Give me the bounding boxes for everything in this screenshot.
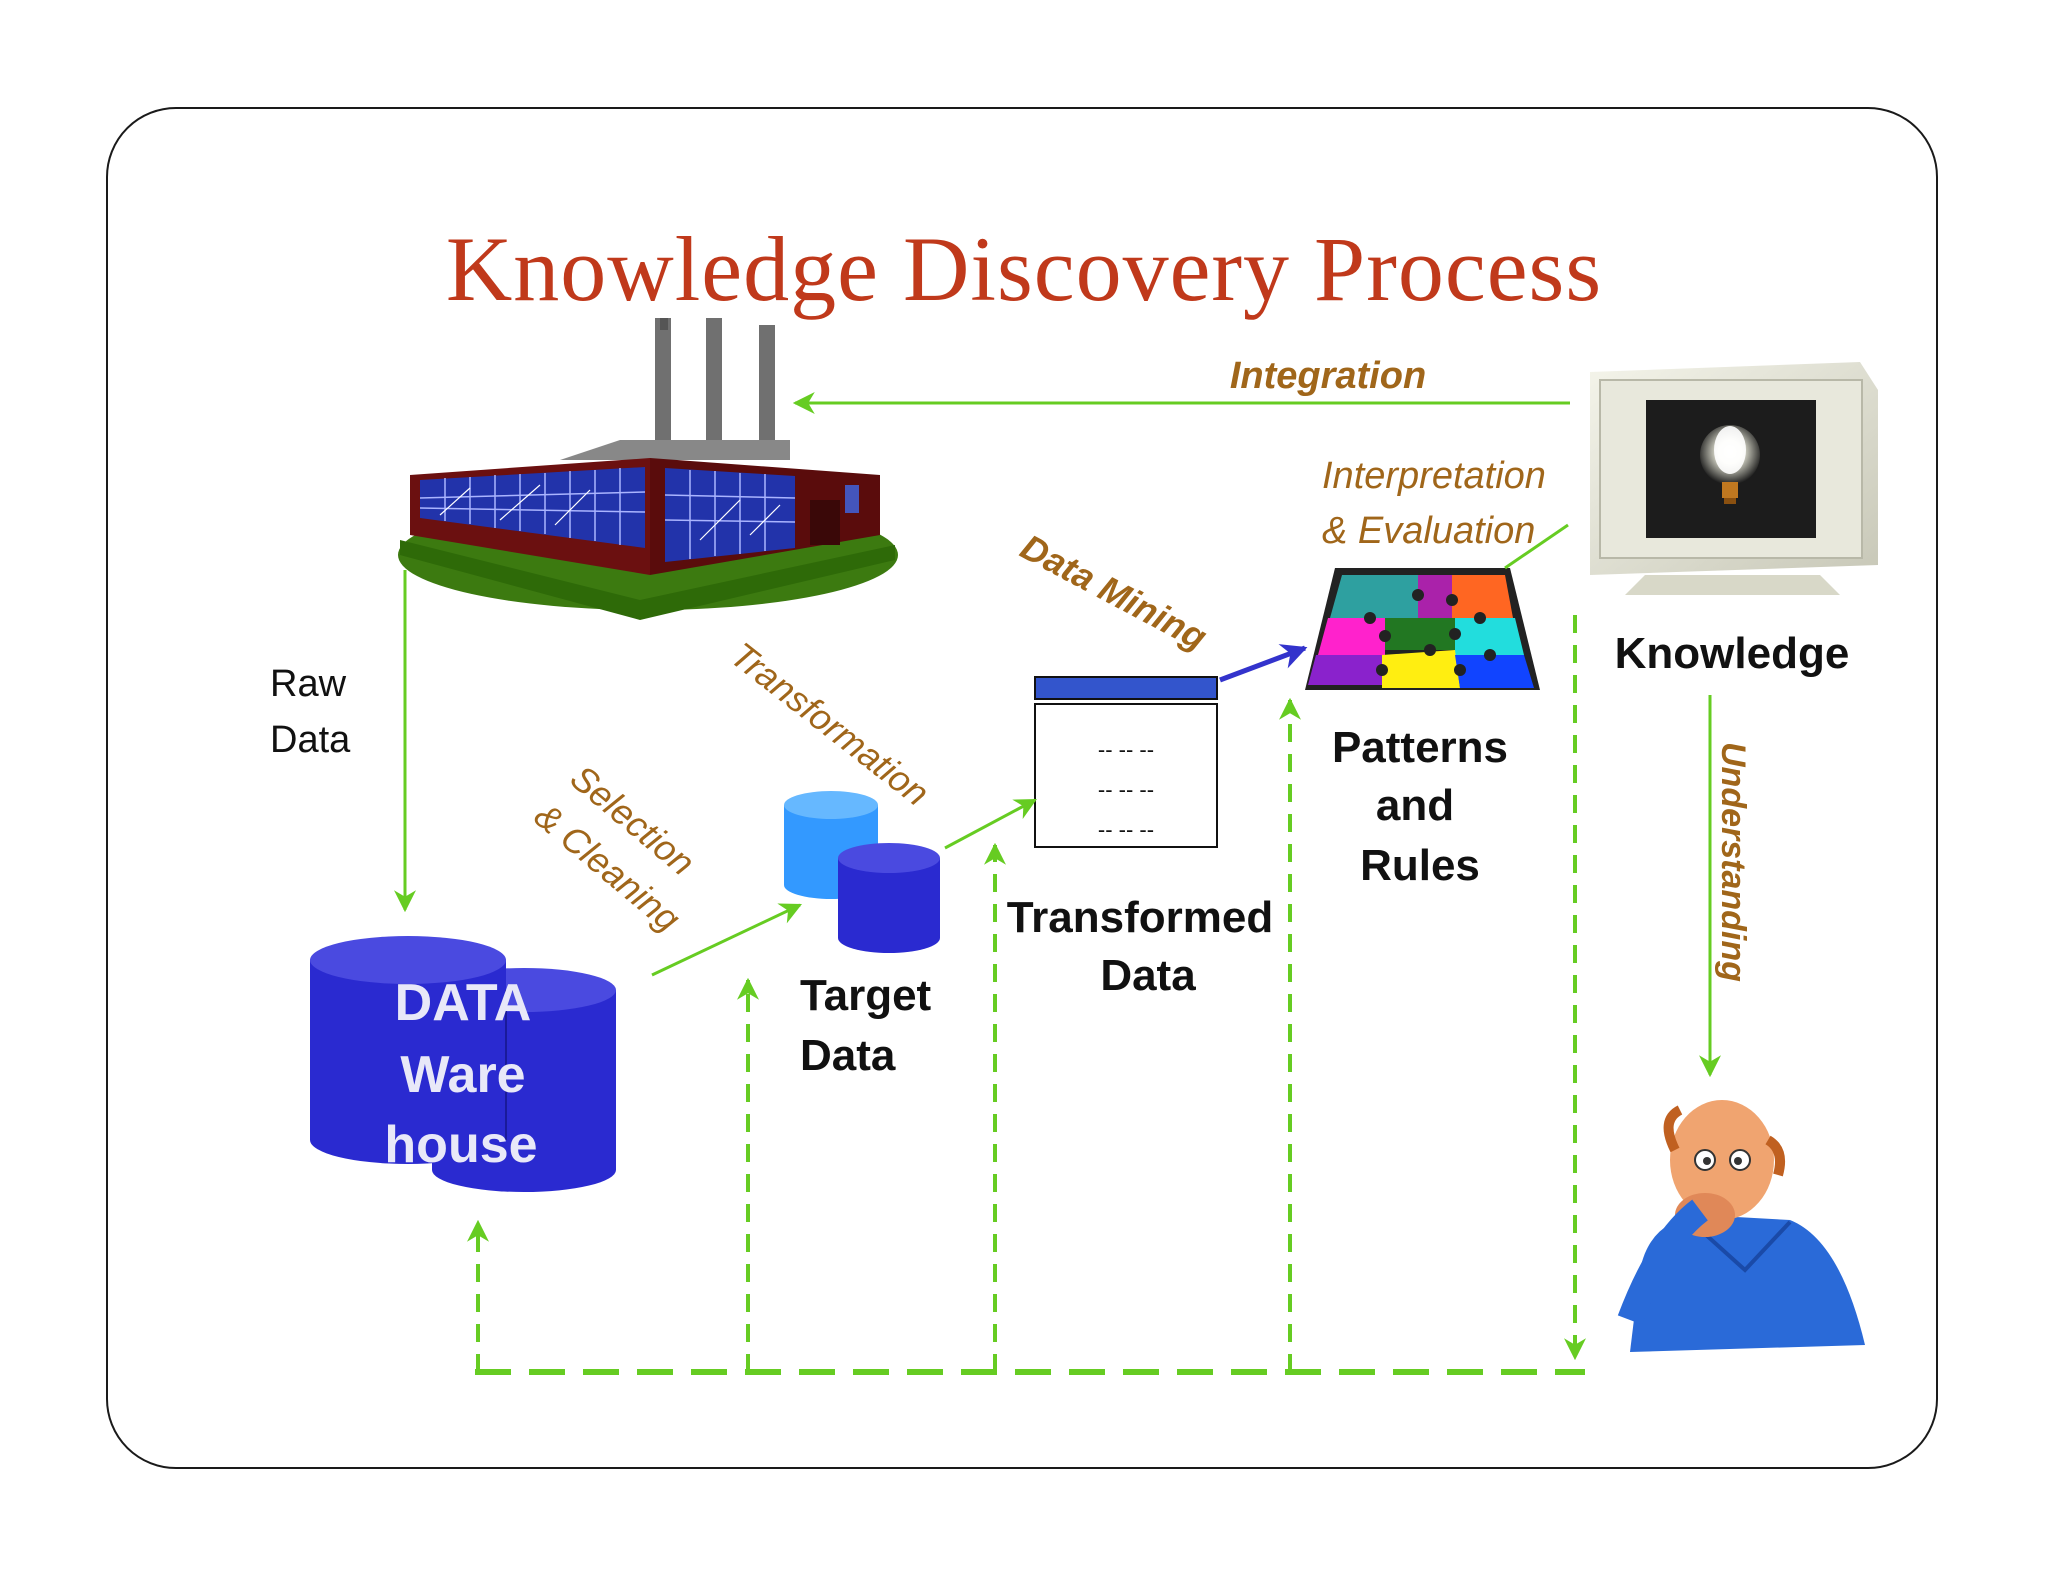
raw-data-label: Data	[270, 719, 351, 761]
feedback-lines	[467, 615, 1586, 1375]
understanding-label: Understanding	[1714, 742, 1752, 982]
target-data-label: Data	[800, 1031, 896, 1080]
raw-data-label: Raw	[270, 663, 347, 705]
factory-icon	[398, 318, 898, 620]
data-mining-arrow	[1219, 644, 1308, 683]
warehouse-label: house	[384, 1116, 537, 1174]
data-warehouse-icon	[310, 936, 616, 1192]
target-data-label: Target	[800, 971, 932, 1020]
monitor-icon	[1590, 362, 1878, 595]
target-data-icon	[784, 791, 940, 953]
evaluation-label: & Evaluation	[1322, 510, 1535, 552]
knowledge-label: Knowledge	[1615, 629, 1850, 678]
person-icon	[1617, 1100, 1865, 1352]
warehouse-label: DATA	[395, 974, 532, 1032]
patterns-label: Rules	[1360, 841, 1480, 890]
transformed-data-label: Transformed	[1007, 893, 1274, 942]
transformation-label: Transformation	[723, 634, 937, 814]
transformed-data-table-icon	[1034, 676, 1218, 848]
interpretation-label: Interpretation	[1322, 455, 1546, 497]
integration-label: Integration	[1230, 355, 1426, 397]
patterns-label: Patterns	[1332, 723, 1508, 772]
warehouse-label: Ware	[400, 1046, 525, 1104]
data-mining-label: Data Mining	[1014, 526, 1213, 658]
table-row: -- -- --	[1098, 777, 1154, 802]
flow-arrows	[394, 392, 1721, 1078]
table-row: -- -- --	[1098, 737, 1154, 762]
patterns-label: and	[1376, 781, 1454, 830]
table-row: -- -- --	[1098, 817, 1154, 842]
page-title: Knowledge Discovery Process	[445, 218, 1603, 320]
transformed-data-label: Data	[1100, 951, 1196, 1000]
slide-frame	[106, 107, 1938, 1469]
puzzle-icon	[1305, 568, 1540, 690]
